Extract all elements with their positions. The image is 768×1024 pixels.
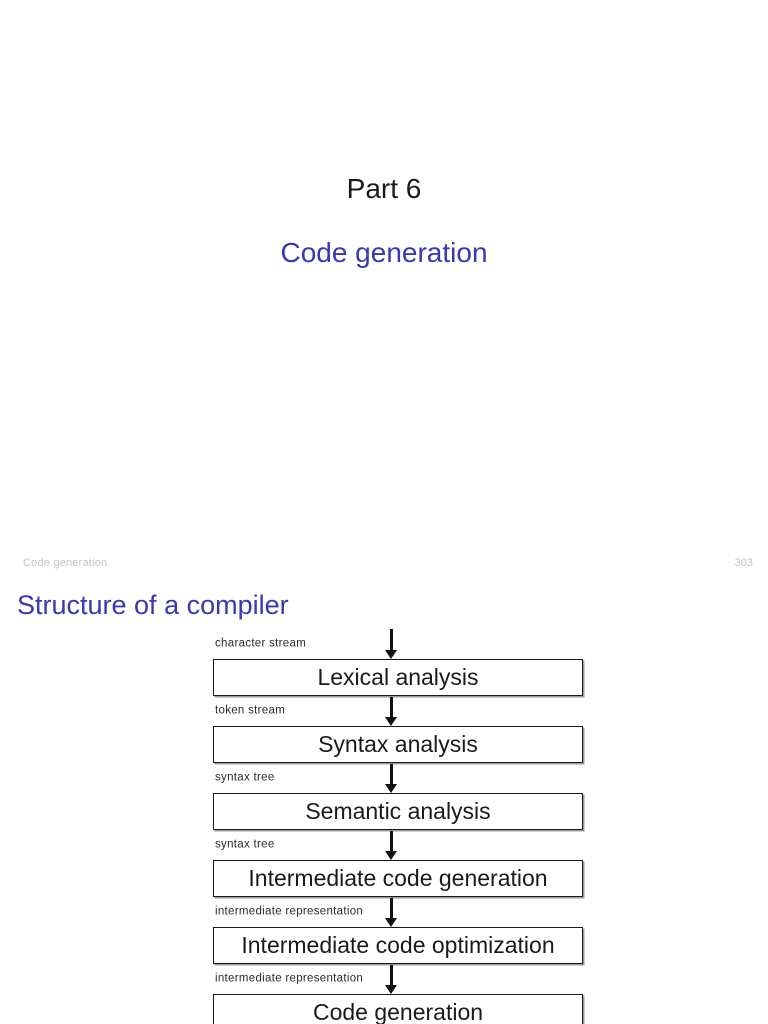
- stage-box: Semantic analysis: [213, 793, 583, 830]
- stage-box: Intermediate code optimization: [213, 927, 583, 964]
- stage-box-label: Syntax analysis: [318, 731, 478, 757]
- down-arrow-icon: [385, 898, 397, 927]
- part-title: Code generation: [280, 237, 488, 268]
- down-arrow-icon: [385, 764, 397, 793]
- edge-label: intermediate representation: [215, 972, 364, 985]
- footer-section-label: Code generation: [23, 557, 108, 569]
- flow-connector: token stream: [213, 696, 583, 726]
- stage-box: Intermediate code generation: [213, 860, 583, 897]
- stage-box: Syntax analysis: [213, 726, 583, 763]
- edge-label: syntax tree: [215, 771, 275, 784]
- flow-connector: syntax tree: [213, 763, 583, 793]
- edge-label: character stream: [215, 637, 307, 650]
- stage-box-label: Semantic analysis: [305, 798, 491, 824]
- edge-label: syntax tree: [215, 838, 275, 851]
- edge-label: intermediate representation: [215, 905, 364, 918]
- edge-label: token stream: [215, 704, 286, 717]
- stage-box-label: Intermediate code optimization: [241, 932, 555, 958]
- stage-box-label: Code generation: [312, 999, 484, 1024]
- stage-box-label: Lexical analysis: [317, 664, 479, 690]
- stage-box-label: Intermediate code generation: [248, 865, 548, 891]
- down-arrow-icon: [385, 965, 397, 994]
- flow-connector: character stream: [213, 628, 583, 659]
- flow-connector: intermediate representation: [213, 964, 583, 994]
- stage-box: Lexical analysis: [213, 659, 583, 696]
- flow-connector: syntax tree: [213, 830, 583, 860]
- stage-box: Code generation: [213, 994, 583, 1024]
- compiler-pipeline-diagram: character stream Lexical analysis token …: [213, 628, 583, 1024]
- slide-heading: Structure of a compiler: [17, 590, 289, 620]
- down-arrow-icon: [385, 831, 397, 860]
- flow-connector: intermediate representation: [213, 897, 583, 927]
- footer-page-number: 303: [734, 557, 753, 569]
- down-arrow-icon: [385, 697, 397, 726]
- part-number-title: Part 6: [346, 173, 422, 204]
- down-arrow-icon: [385, 629, 397, 659]
